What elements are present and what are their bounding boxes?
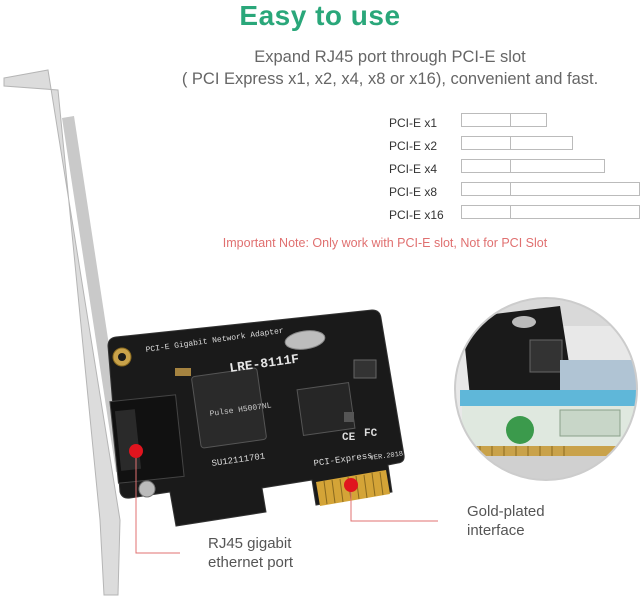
slot-bar-x4 <box>461 159 605 173</box>
slot-label-x8: PCI-E x8 <box>389 185 438 199</box>
gold-marker <box>344 478 358 492</box>
gold-callout-line-2: interface <box>467 522 525 539</box>
slot-label-x1: PCI-E x1 <box>389 116 438 130</box>
page-title: Easy to use <box>239 0 401 31</box>
rj45-callout-line-1: RJ45 gigabit <box>208 535 292 552</box>
rj45-callout: RJ45 gigabit ethernet port <box>208 534 293 572</box>
rj45-marker <box>129 444 143 458</box>
important-note: Important Note: Only work with PCI-E slo… <box>222 236 548 250</box>
slot-bar-x2 <box>461 136 573 150</box>
slot-label-x16: PCI-E x16 <box>389 208 444 222</box>
slot-label-x2: PCI-E x2 <box>389 139 438 153</box>
subtitle-line-2: ( PCI Express x1, x2, x4, x8 or x16), co… <box>181 70 599 88</box>
gold-callout: Gold-plated interface <box>467 502 545 540</box>
slot-bar-x1 <box>461 113 547 127</box>
gold-callout-line-1: Gold-plated <box>467 503 545 520</box>
subtitle-line-1: Expand RJ45 port through PCI-E slot <box>254 48 526 66</box>
fc-mark: FC <box>364 428 378 440</box>
slot-label-x4: PCI-E x4 <box>389 162 438 176</box>
ce-mark: CE <box>342 432 356 444</box>
pcb-board: PCI-E Gigabit Network Adapter LRE-8111F … <box>107 309 405 527</box>
rj45-callout-line-2: ethernet port <box>208 554 294 571</box>
mounting-bracket <box>3 69 121 596</box>
